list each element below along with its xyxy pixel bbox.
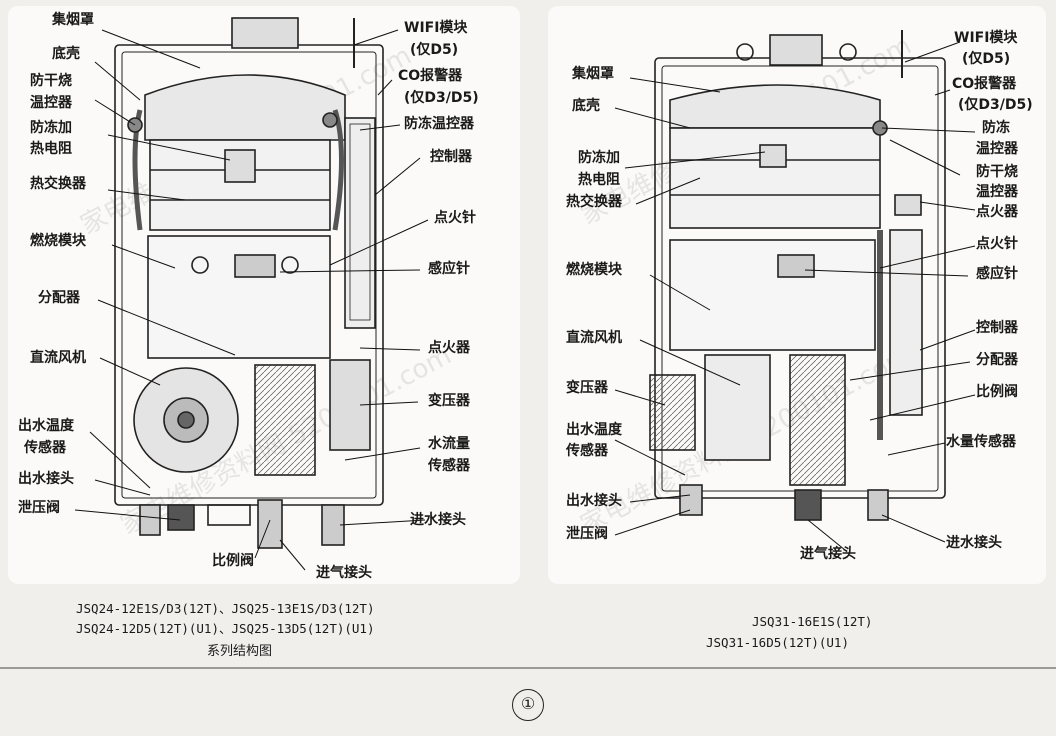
label-co-2: (仅D3/D5) <box>404 90 479 106</box>
label-outlet-temp-sensor-2: 传感器 <box>24 440 66 456</box>
left-caption-line-2: JSQ24-12D5(12T)(U1)、JSQ25-13D5(12T)(U1) <box>76 621 375 636</box>
label-antifreeze-thermostat: 防冻温控器 <box>404 116 474 132</box>
label-ignition-needle: 点火针 <box>434 210 476 226</box>
label-controller: 控制器 <box>430 149 472 165</box>
r-label-co-1: CO报警器 <box>952 76 1017 92</box>
r-label-igniter: 点火器 <box>976 204 1018 220</box>
label-antifreeze-heater-1: 防冻加 <box>30 120 72 136</box>
label-inlet-joint: 进水接头 <box>410 512 466 528</box>
r-label-outlet-joint: 出水接头 <box>566 493 622 509</box>
label-outlet-temp-sensor-1: 出水温度 <box>18 418 74 434</box>
label-co-1: CO报警器 <box>398 68 463 84</box>
label-wifi-1: WIFI模块 <box>404 20 468 36</box>
label-dry-burn-2: 温控器 <box>30 95 72 111</box>
label-burner: 燃烧模块 <box>30 233 86 249</box>
left-leader-lines <box>74 29 429 571</box>
right-leader-lines <box>614 41 976 551</box>
r-label-antifreeze-heater-2: 热电阻 <box>578 172 620 188</box>
r-label-antifreeze-heater-1: 防冻加 <box>578 150 620 166</box>
label-proportional-valve: 比例阀 <box>212 553 254 569</box>
r-label-co-2: (仅D3/D5) <box>958 97 1033 113</box>
r-label-outlet-temp-1: 出水温度 <box>566 422 622 438</box>
r-label-hood: 集烟罩 <box>572 66 614 82</box>
label-antifreeze-heater-2: 热电阻 <box>30 141 72 157</box>
label-flow-sensor-1: 水流量 <box>428 436 470 452</box>
r-label-dry-burn-1: 防干烧 <box>976 164 1018 180</box>
r-label-wifi-2: (仅D5) <box>962 51 1011 67</box>
r-label-sensing-needle: 感应针 <box>976 266 1018 282</box>
left-heater-drawing <box>114 17 384 549</box>
label-wifi-2: (仅D5) <box>410 42 459 58</box>
label-igniter: 点火器 <box>428 340 470 356</box>
r-label-ignition-needle: 点火针 <box>976 236 1018 252</box>
right-caption-line-2: JSQ31-16D5(12T)(U1) <box>706 635 849 650</box>
right-caption-line-1: JSQ31-16E1S(12T) <box>752 614 873 629</box>
r-label-antifreeze-2: 温控器 <box>976 141 1018 157</box>
r-label-heat-exchanger: 热交换器 <box>566 194 622 210</box>
label-flow-sensor-2: 传感器 <box>428 458 470 474</box>
label-heat-exchanger: 热交换器 <box>30 176 86 192</box>
label-relief-valve: 泄压阀 <box>18 500 60 516</box>
r-label-gas-inlet: 进气接头 <box>800 546 856 562</box>
right-heater-drawing <box>649 30 946 521</box>
label-outlet-joint: 出水接头 <box>18 471 74 487</box>
r-label-proportional-valve: 比例阀 <box>976 384 1018 400</box>
r-label-burner: 燃烧模块 <box>566 262 622 278</box>
label-hood: 集烟罩 <box>52 12 94 28</box>
label-dry-burn-1: 防干烧 <box>30 73 72 89</box>
left-caption-line-3: 系列结构图 <box>207 644 273 659</box>
label-gas-inlet: 进气接头 <box>316 565 372 581</box>
page-number: ① <box>512 689 544 721</box>
r-label-fan: 直流风机 <box>566 330 622 346</box>
r-label-water-sensor: 水量传感器 <box>946 434 1016 450</box>
r-label-relief-valve: 泄压阀 <box>566 526 608 542</box>
r-label-antifreeze-1: 防冻 <box>982 120 1010 136</box>
left-caption-line-1: JSQ24-12E1S/D3(12T)、JSQ25-13E1S/D3(12T) <box>76 601 375 616</box>
label-distributor: 分配器 <box>38 290 80 306</box>
label-bottom-shell: 底壳 <box>52 46 80 62</box>
r-label-bottom-shell: 底壳 <box>572 98 600 114</box>
r-label-dry-burn-2: 温控器 <box>976 184 1018 200</box>
r-label-wifi-1: WIFI模块 <box>954 30 1018 46</box>
label-fan: 直流风机 <box>30 350 86 366</box>
label-transformer: 变压器 <box>428 393 470 409</box>
r-label-inlet-joint: 进水接头 <box>946 535 1002 551</box>
r-label-transformer: 变压器 <box>566 380 608 396</box>
r-label-distributor: 分配器 <box>976 352 1018 368</box>
label-sensing-needle: 感应针 <box>428 261 470 277</box>
r-label-outlet-temp-2: 传感器 <box>566 443 608 459</box>
r-label-controller: 控制器 <box>976 320 1018 336</box>
